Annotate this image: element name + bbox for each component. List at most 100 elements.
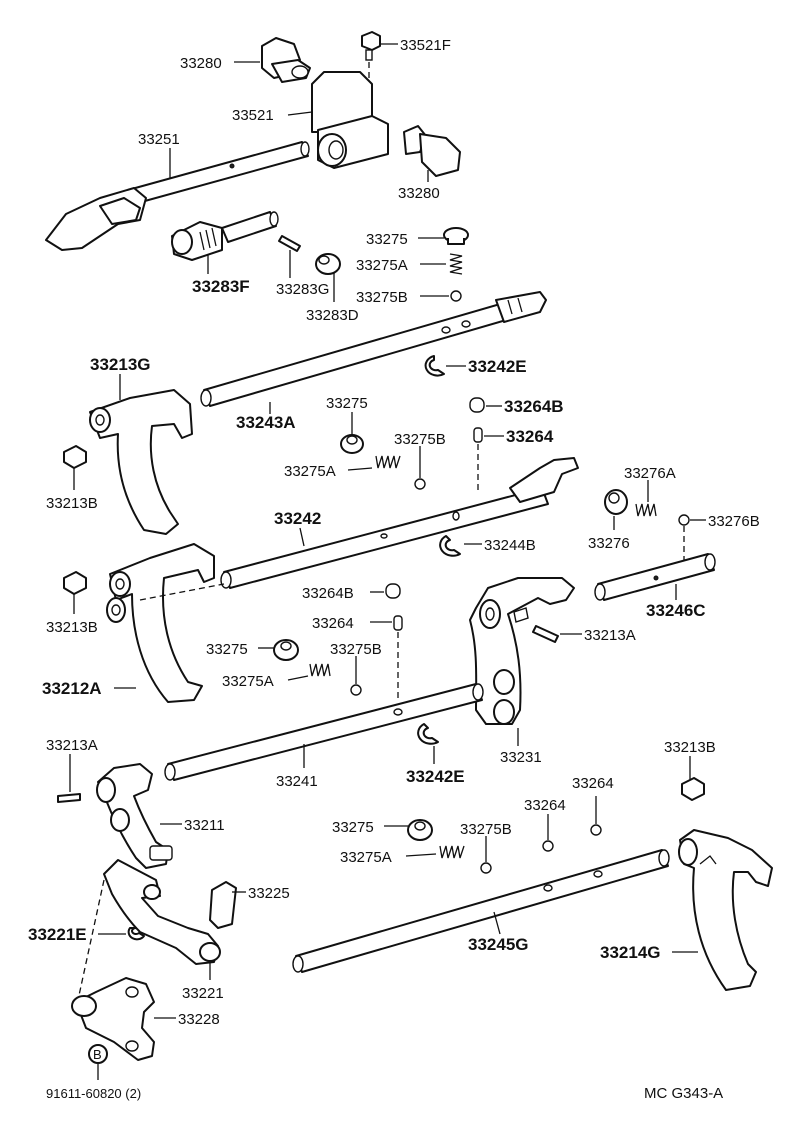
fork-33212A <box>106 543 215 703</box>
label-33225: 33225 <box>248 885 290 902</box>
label-33275B-a: 33275B <box>356 289 408 306</box>
label-33275B-c: 33275B <box>330 641 382 658</box>
label-33213A-left: 33213A <box>46 737 98 754</box>
shaft-33243A <box>200 291 547 407</box>
label-33283G: 33283G <box>276 281 329 298</box>
label-33275-a: 33275 <box>366 231 408 248</box>
lever-33211 <box>96 763 173 869</box>
label-33521F: 33521F <box>400 37 451 54</box>
shaft-33283F <box>171 211 279 261</box>
label-33275-c: 33275 <box>206 641 248 658</box>
shaft-33246C <box>594 553 716 601</box>
label-33275A-a: 33275A <box>356 257 408 274</box>
part-33225 <box>209 881 237 929</box>
label-33246C: 33246C <box>646 601 706 620</box>
diagram-code: MC G343-A <box>644 1085 723 1102</box>
label-33213B-c: 33213B <box>664 739 716 756</box>
label-33264-low1: 33264 <box>524 797 566 814</box>
fork-33213G <box>89 389 193 535</box>
pin-33264-low2 <box>590 824 602 836</box>
lever-33221 <box>103 859 221 965</box>
pin-33283G <box>278 235 301 252</box>
label-33264B-mid: 33264B <box>302 585 354 602</box>
label-33214G: 33214G <box>600 943 661 962</box>
label-33275A-c: 33275A <box>222 673 274 690</box>
label-33283D: 33283D <box>306 307 359 324</box>
label-33275B-b: 33275B <box>394 431 446 448</box>
pin-33213A-left <box>57 793 81 803</box>
ball-33275B-a <box>450 290 462 302</box>
label-33211: 33211 <box>184 817 225 834</box>
label-33228: 33228 <box>178 1011 220 1028</box>
label-91611: 91611-60820 (2) <box>46 1086 141 1101</box>
label-33213G: 33213G <box>90 355 151 374</box>
marker-b-text: B <box>93 1047 102 1062</box>
label-33275B-d: 33275B <box>460 821 512 838</box>
label-33264-mid: 33264 <box>312 615 354 632</box>
ball-33275B-d <box>480 862 492 874</box>
spring-33276A <box>635 503 657 517</box>
cap-33275-a <box>443 227 469 245</box>
bolt-33213B-c <box>681 777 705 801</box>
spring-33275A-b <box>375 455 401 469</box>
label-33241: 33241 <box>276 773 318 790</box>
label-33280-right: 33280 <box>398 185 440 202</box>
bolt-91611-marker: B <box>88 1044 108 1064</box>
label-33275-b: 33275 <box>326 395 368 412</box>
label-33283F: 33283F <box>192 277 250 296</box>
cap-33275-c <box>273 639 299 661</box>
ball-33275B-c <box>350 684 362 696</box>
label-33245G: 33245G <box>468 935 529 954</box>
plug-33280-top <box>261 37 311 83</box>
pin-33264-mid <box>393 615 403 631</box>
label-33276B: 33276B <box>708 513 760 530</box>
bolt-33213B-b <box>63 571 87 595</box>
bolt-33521F <box>361 31 381 61</box>
label-33275-d: 33275 <box>332 819 374 836</box>
label-33276A: 33276A <box>624 465 676 482</box>
spring-33275A-c <box>309 663 331 677</box>
ball-33276B <box>678 514 690 526</box>
label-33264-low2: 33264 <box>572 775 614 792</box>
shaft-33242 <box>220 457 579 589</box>
label-33243A: 33243A <box>236 413 296 432</box>
ring-33244B <box>439 535 461 557</box>
label-33221: 33221 <box>182 985 224 1002</box>
label-33213B-b: 33213B <box>46 619 98 636</box>
lever-33231 <box>469 577 575 725</box>
pin-33213A-right <box>532 625 559 643</box>
label-33275A-d: 33275A <box>340 849 392 866</box>
pin-33264-top <box>473 427 483 443</box>
label-33275A-b: 33275A <box>284 463 336 480</box>
ball-33275B-b <box>414 478 426 490</box>
label-33221E: 33221E <box>28 925 87 944</box>
cap-33276 <box>604 489 628 515</box>
ring-33242E-top <box>424 355 445 377</box>
label-33212A: 33212A <box>42 679 102 698</box>
shaft-33245G <box>292 849 670 973</box>
block-33521 <box>311 71 389 169</box>
label-33242E-bottom: 33242E <box>406 767 465 786</box>
label-33280-top: 33280 <box>180 55 222 72</box>
ball-33283D <box>315 253 341 275</box>
clip-33221E <box>127 927 145 941</box>
label-33213A-right: 33213A <box>584 627 636 644</box>
pin-33264B-top <box>469 397 485 413</box>
label-33244B: 33244B <box>484 537 536 554</box>
label-33251: 33251 <box>138 131 180 148</box>
cap-33275-d <box>407 819 433 841</box>
spring-33275A-d <box>439 845 465 859</box>
shaft-33241 <box>164 683 484 781</box>
label-33242E-top: 33242E <box>468 357 527 376</box>
shaft-33251 <box>45 141 310 251</box>
pin-33264B-mid <box>385 583 401 599</box>
fork-33214G <box>678 829 773 991</box>
label-33276: 33276 <box>588 535 630 552</box>
label-33242: 33242 <box>274 509 321 528</box>
label-33264-top: 33264 <box>506 427 554 446</box>
label-33213B-a: 33213B <box>46 495 98 512</box>
cap-33275-b <box>340 434 364 454</box>
plug-33280-right <box>403 125 461 177</box>
pin-33264-low1 <box>542 840 554 852</box>
